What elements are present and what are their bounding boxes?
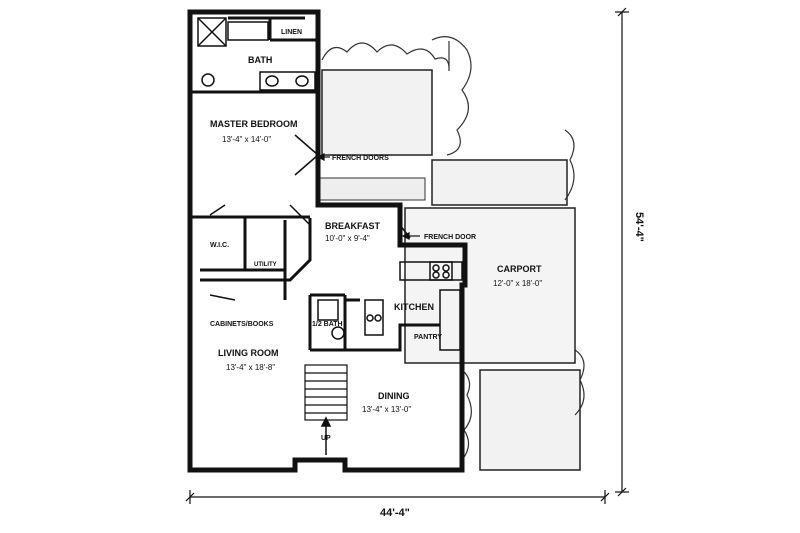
french-doors-label: FRENCH DOORS bbox=[332, 155, 389, 162]
interior-walls bbox=[190, 16, 440, 352]
exterior-walls bbox=[187, 9, 468, 473]
wic-label: W.I.C. bbox=[210, 242, 229, 249]
french-doors-arrow bbox=[316, 153, 330, 161]
master-bedroom-label: MASTER BEDROOM bbox=[210, 119, 298, 129]
utility-label: UTILITY bbox=[254, 262, 277, 268]
stairs bbox=[304, 364, 348, 421]
width-dimension-label: 44'-4" bbox=[380, 507, 410, 519]
half-bath-label: 1/2 BATH bbox=[312, 321, 343, 328]
master-bedroom-size: 13'-4" x 14'-0" bbox=[222, 135, 271, 144]
stair-up-label: UP bbox=[321, 435, 331, 442]
living-room-label: LIVING ROOM bbox=[218, 348, 279, 358]
depth-dimension-label: 54'-4" bbox=[633, 212, 645, 242]
dimension-width-line bbox=[185, 490, 610, 504]
linen-label: LINEN bbox=[281, 29, 302, 36]
bath-label: BATH bbox=[248, 55, 272, 65]
breakfast-size: 10'-0" x 9'-4" bbox=[325, 234, 370, 243]
dining-size: 13'-4" x 13'-0" bbox=[362, 405, 411, 414]
kitchen-fixtures bbox=[317, 261, 463, 351]
carport-slab bbox=[404, 207, 576, 364]
breakfast-label: BREAKFAST bbox=[325, 221, 381, 231]
pantry-label: PANTRY bbox=[414, 334, 442, 341]
french-door-label: FRENCH DOOR bbox=[424, 234, 476, 241]
up-arrow bbox=[320, 416, 332, 455]
living-room-size: 13'-4" x 18'-8" bbox=[226, 363, 275, 372]
carport-size: 12'-0" x 18'-0" bbox=[493, 279, 542, 288]
dining-label: DINING bbox=[378, 391, 410, 401]
dimension-depth-line bbox=[615, 7, 629, 497]
bath-fixtures bbox=[197, 17, 316, 91]
carport-label: CARPORT bbox=[497, 264, 542, 274]
cabinets-books-label: CABINETS/BOOKS bbox=[210, 321, 274, 328]
french-door-arrow bbox=[401, 232, 420, 240]
kitchen-label: KITCHEN bbox=[394, 302, 434, 312]
